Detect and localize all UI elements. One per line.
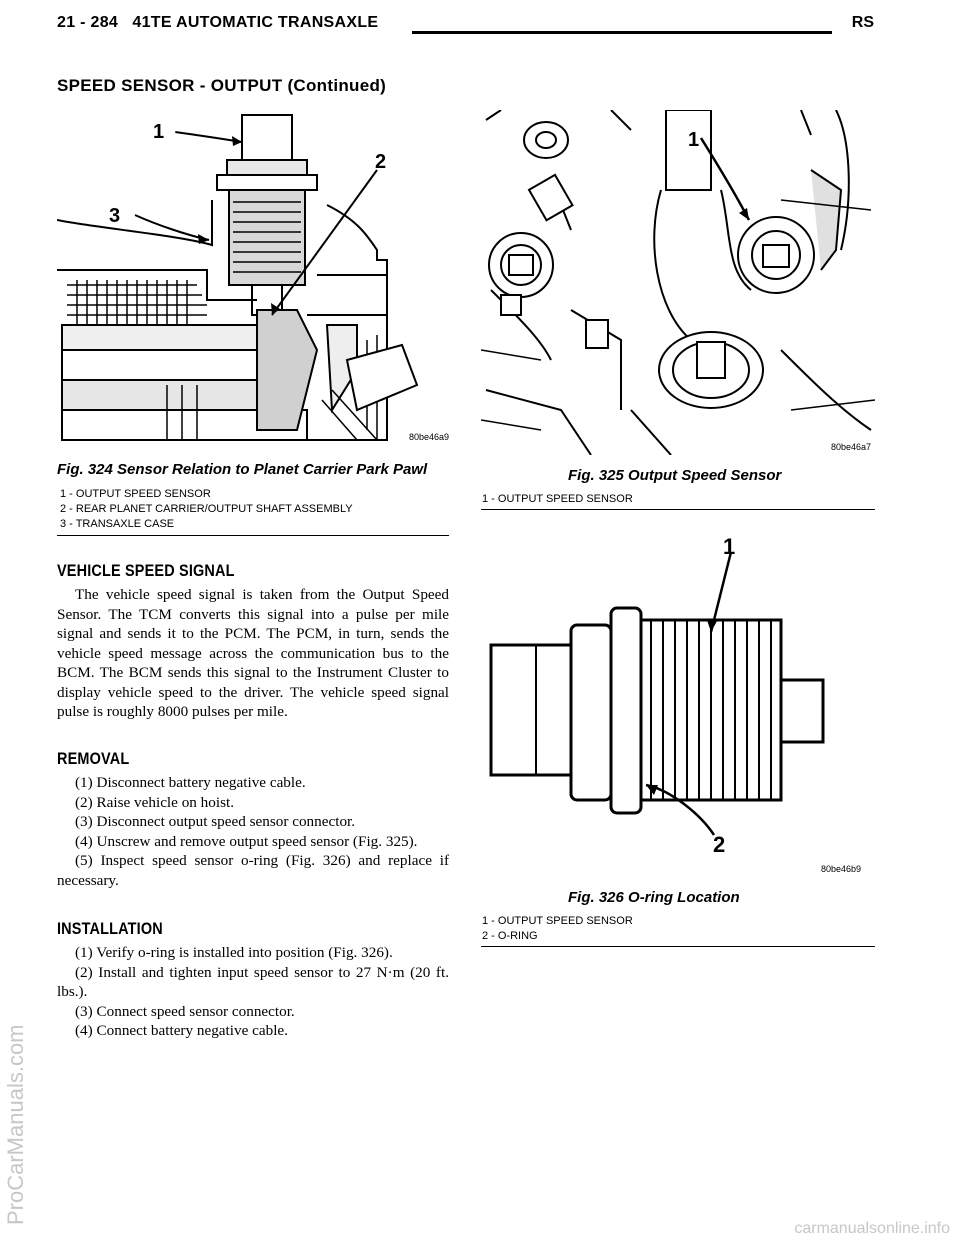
fig326-callout-1: 1 (723, 534, 735, 559)
installation-step-2: (2) Install and tighten input speed sens… (57, 963, 449, 1001)
fig324-caption: Fig. 324 Sensor Relation to Planet Carri… (57, 461, 428, 478)
chapter-title: 41TE AUTOMATIC TRANSAXLE (132, 14, 379, 31)
fig324-rule (57, 535, 449, 536)
fig326-rule (481, 946, 875, 947)
figure-326-illustration: 1 2 80be46b9 (489, 534, 861, 874)
vehicle-speed-signal-paragraph: The vehicle speed signal is taken from t… (57, 586, 449, 720)
removal-steps: (1) Disconnect battery negative cable. (… (57, 773, 449, 890)
heading-installation: INSTALLATION (57, 919, 163, 938)
removal-step-5: (5) Inspect speed sensor o-ring (Fig. 32… (57, 852, 449, 889)
fig326-legend-item-1: 1 - OUTPUT SPEED SENSOR (482, 915, 633, 927)
fig324-legend-item-2: 2 - REAR PLANET CARRIER/OUTPUT SHAFT ASS… (60, 503, 353, 515)
heading-vehicle-speed-signal: VEHICLE SPEED SIGNAL (57, 561, 235, 580)
fig326-legend: 1 - OUTPUT SPEED SENSOR 2 - O-RING (482, 914, 633, 944)
page-header-model: RS (851, 14, 874, 31)
fig324-callout-3: 3 (109, 205, 120, 227)
removal-step-2: (2) Raise vehicle on hoist. (75, 793, 235, 811)
fig325-caption: Fig. 325 Output Speed Sensor (568, 467, 782, 484)
removal-step-3: (3) Disconnect output speed sensor conne… (75, 813, 356, 830)
fig325-rule (481, 509, 875, 510)
fig325-legend: 1 - OUTPUT SPEED SENSOR (482, 492, 633, 507)
fig326-legend-item-2: 2 - O-RING (482, 930, 538, 942)
figure-325-illustration: 1 80be46a7 (480, 109, 876, 456)
footer-watermark: carmanualsonline.info (794, 1220, 950, 1237)
removal-step-1: (1) Disconnect battery negative cable. (75, 774, 306, 791)
fig325-legend-item-1: 1 - OUTPUT SPEED SENSOR (482, 493, 633, 505)
heading-removal: REMOVAL (57, 749, 130, 768)
installation-step-1: (1) Verify o-ring is installed into posi… (75, 944, 393, 961)
fig326-callout-2: 2 (713, 832, 725, 857)
section-title: SPEED SENSOR - OUTPUT (Continued) (57, 76, 387, 95)
fig324-callout-2: 2 (375, 151, 386, 173)
fig326-code: 80be46b9 (821, 864, 861, 874)
fig324-legend: 1 - OUTPUT SPEED SENSOR 2 - REAR PLANET … (60, 487, 353, 532)
page-header-left: 21 - 284 41TE AUTOMATIC TRANSAXLE (57, 14, 378, 32)
installation-step-3: (3) Connect speed sensor connector. (75, 1002, 295, 1020)
installation-step-4: (4) Connect battery negative cable. (75, 1022, 288, 1039)
figure-324-illustration: 1 2 3 80be46a9 (56, 114, 449, 442)
figure-325: 1 80be46a7 (480, 109, 876, 456)
figure-324: 1 2 3 80be46a9 (56, 110, 449, 455)
fig324-code: 80be46a9 (409, 432, 449, 442)
page-number: 21 - 284 (57, 14, 119, 31)
installation-steps: (1) Verify o-ring is installed into posi… (57, 943, 449, 1041)
fig325-callout-1: 1 (688, 129, 699, 151)
fig325-code: 80be46a7 (831, 442, 871, 452)
fig324-legend-item-3: 3 - TRANSAXLE CASE (60, 518, 175, 530)
side-watermark: ProCarManuals.com (3, 1024, 28, 1225)
fig324-legend-item-1: 1 - OUTPUT SPEED SENSOR (60, 488, 211, 500)
fig324-callout-1: 1 (153, 121, 164, 143)
fig326-caption: Fig. 326 O-ring Location (568, 889, 740, 906)
header-rule (412, 31, 832, 34)
figure-326: 1 2 80be46b9 (481, 530, 875, 875)
vehicle-speed-signal-body: The vehicle speed signal is taken from t… (57, 585, 449, 722)
removal-step-4: (4) Unscrew and remove output speed sens… (75, 832, 418, 850)
